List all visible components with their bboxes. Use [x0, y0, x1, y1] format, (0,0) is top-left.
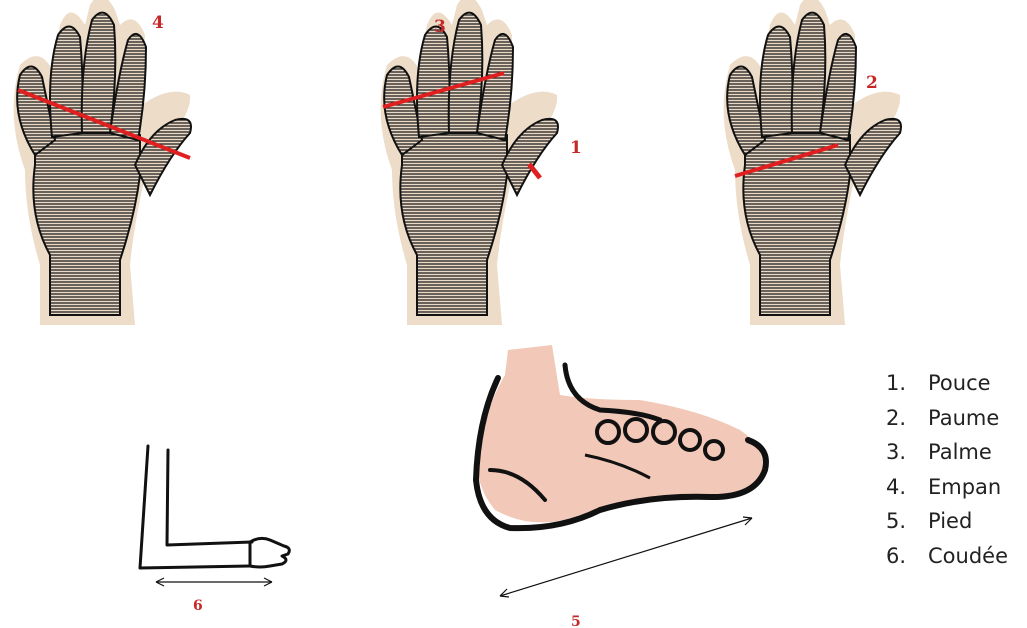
legend-text: Coudée — [928, 544, 1008, 568]
legend-item: 4.Empan — [886, 470, 1008, 505]
legend-text: Palme — [928, 440, 992, 464]
hand-pouce-number: 1 — [570, 138, 582, 158]
legend-list: 1.Pouce 2.Paume 3.Palme 4.Empan 5.Pied 6… — [886, 366, 1008, 573]
legend-index: 2. — [886, 401, 928, 436]
foot-number: 5 — [571, 614, 581, 628]
hand-palme-number: 3 — [434, 17, 446, 37]
hand-empan-number: 4 — [152, 13, 164, 33]
hand-paume-illustration — [724, 0, 901, 325]
arm-measure-arrow — [156, 578, 272, 586]
legend-text: Empan — [928, 475, 1001, 499]
legend-index: 5. — [886, 504, 928, 539]
legend-item: 6.Coudée — [886, 539, 1008, 574]
arm-coudee-illustration — [140, 446, 289, 568]
legend-index: 1. — [886, 366, 928, 401]
arm-number: 6 — [193, 598, 203, 614]
legend-item: 1.Pouce — [886, 366, 1008, 401]
legend-index: 4. — [886, 470, 928, 505]
hand-empan-illustration — [14, 0, 191, 325]
legend-text: Paume — [928, 406, 999, 430]
legend-text: Pouce — [928, 371, 991, 395]
legend-item: 2.Paume — [886, 401, 1008, 436]
legend-item: 5.Pied — [886, 504, 1008, 539]
legend-index: 6. — [886, 539, 928, 574]
legend-item: 3.Palme — [886, 435, 1008, 470]
hand-palme-pouce-illustration — [381, 0, 558, 325]
legend-text: Pied — [928, 509, 972, 533]
hand-paume-number: 2 — [866, 73, 878, 93]
foot-pied-illustration — [476, 345, 766, 528]
legend-index: 3. — [886, 435, 928, 470]
